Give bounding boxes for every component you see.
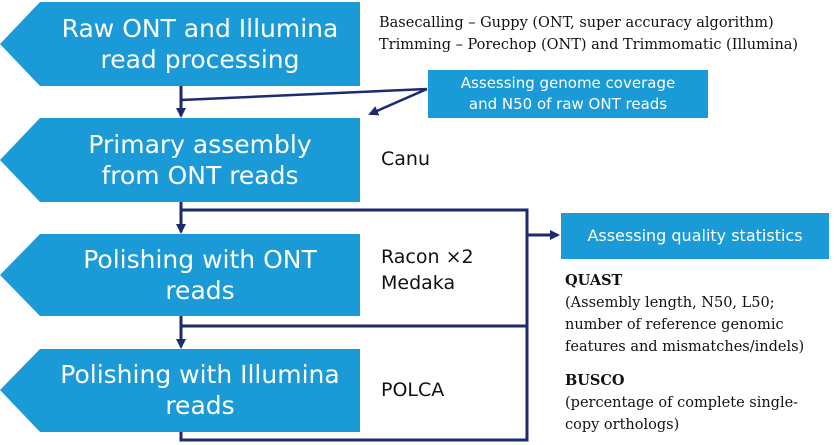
basecalling-note: Basecalling – Guppy (ONT, super accuracy… [379,15,774,31]
tool-racon: Racon ×2 [381,246,474,268]
step-shape-ont-polishing [0,234,360,316]
step-primary-assembly: Primary assembly from ONT reads [40,129,360,191]
step-primary-assembly-line-1: Primary assembly [88,130,312,159]
quast-heading: QUAST [565,272,623,289]
step-raw-processing-line-1: Raw ONT and Illumina [61,14,339,43]
connector-collect-lines [179,208,529,442]
step-ont-polishing-line-2: reads [165,276,235,305]
step-primary-assembly-line-2: from ONT reads [101,161,299,190]
quast-line-3: features and mismatches/indels) [565,339,805,355]
step-illumina-polishing-line-1: Polishing with Illumina [60,360,340,389]
step-shape-illumina-polishing [0,349,360,432]
step-raw-processing: Raw ONT and Illumina read processing [40,13,360,75]
step-ont-polishing-line-1: Polishing with ONT [83,245,317,274]
busco-heading: BUSCO [565,372,625,389]
busco-line-1: (percentage of complete single- [565,395,799,411]
step-shape-raw-processing [0,2,360,86]
step-ont-polishing: Polishing with ONT reads [40,244,360,306]
processing-notes: Basecalling – Guppy (ONT, super accuracy… [379,12,798,56]
quality-assessment-box: Assessing quality statistics [561,213,829,259]
step-shape-primary-assembly [0,118,360,202]
coverage-line-1: Assessing genome coverage [460,74,676,92]
step-illumina-polishing-line-2: reads [165,391,235,420]
illumina-polish-tool: POLCA [381,377,444,403]
coverage-assessment-box: Assessing genome coverage and N50 of raw… [428,70,708,118]
ont-polish-tools: Racon ×2 Medaka [381,244,474,296]
tool-polca: POLCA [381,379,445,401]
step-illumina-polishing: Polishing with Illumina reads [40,359,360,421]
trimming-note: Trimming – Porechop (ONT) and Trimmomati… [379,37,799,53]
arrow-coverage-to-flow [368,87,428,116]
tool-medaka: Medaka [381,272,456,294]
quality-box-label: Assessing quality statistics [587,226,803,245]
assembly-tool: Canu [381,146,430,172]
quast-line-1: (Assembly length, N50, L50; [565,295,775,311]
busco-line-2: copy orthologs) [565,417,680,433]
step-raw-processing-line-2: read processing [100,45,300,74]
tool-canu: Canu [381,148,430,170]
quast-line-2: number of reference genomic [565,317,784,333]
busco-section: BUSCO (percentage of complete single- co… [565,370,798,436]
connector-raw-to-coverage [180,87,428,102]
quast-section: QUAST (Assembly length, N50, L50; number… [565,270,804,358]
coverage-line-2: and N50 of raw ONT reads [468,95,668,113]
